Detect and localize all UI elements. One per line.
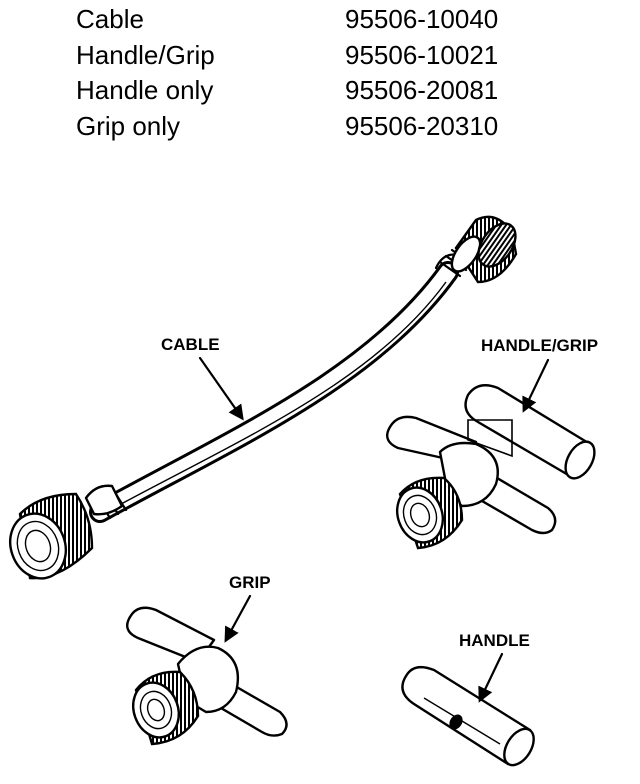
part-number: 95506-10040 [345, 4, 499, 34]
callout-handle-grip-arrow [522, 358, 550, 413]
part-number: 95506-10021 [345, 39, 499, 70]
part-name: Handle/Grip [76, 39, 215, 70]
parts-row-handle-grip: Handle/Grip 95506-10021 [76, 38, 576, 74]
handle-illustration [401, 665, 535, 767]
callout-handle-grip: HANDLE/GRIP [481, 336, 598, 355]
callout-handle: HANDLE [459, 631, 530, 650]
part-name: Cable [76, 4, 144, 34]
cable-lower-fitting [9, 492, 94, 580]
part-name: Handle only [76, 75, 214, 105]
cable-upper-fitting [450, 215, 518, 284]
callout-grip: GRIP [229, 573, 271, 592]
part-name: Grip only [76, 110, 181, 141]
parts-row-handle-only: Handle only 95506-20081 [76, 73, 576, 109]
parts-row-grip-only: Grip only 95506-20310 [76, 109, 576, 145]
parts-row-cable: Cable 95506-10040 [76, 2, 576, 38]
callout-cable-arrow [198, 356, 244, 421]
callout-grip-arrow [224, 594, 252, 643]
cable-illustration [9, 215, 518, 580]
parts-table: Cable 95506-10040 Handle/Grip 95506-1002… [76, 2, 576, 144]
callout-cable: CABLE [161, 335, 220, 354]
part-number: 95506-20310 [345, 110, 499, 141]
grip-illustration [126, 606, 288, 746]
handle-grip-illustration [386, 384, 596, 550]
callout-handle-arrow [478, 652, 504, 703]
part-number: 95506-20081 [345, 75, 499, 105]
